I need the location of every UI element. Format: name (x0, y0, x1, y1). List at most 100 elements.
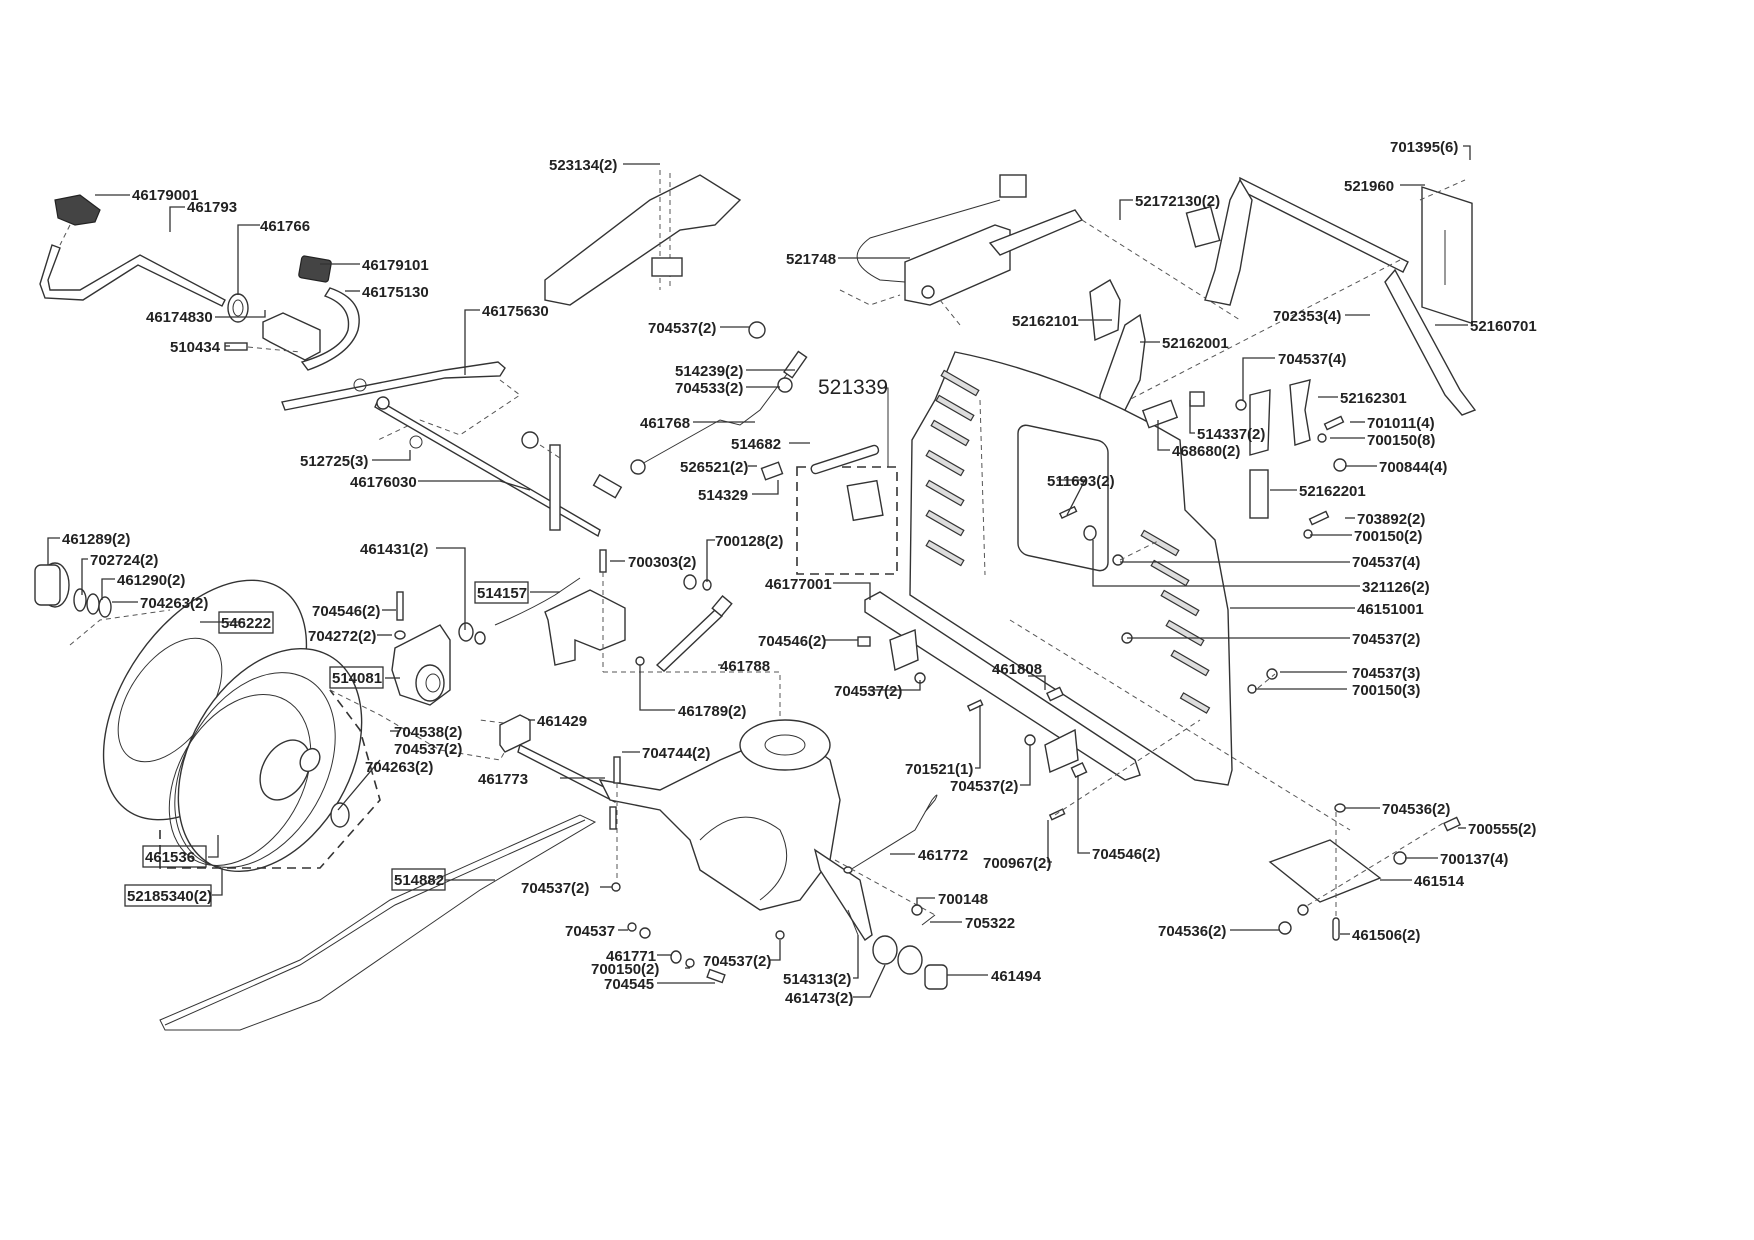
part-label[interactable]: 704272(2) (308, 628, 376, 645)
part-label[interactable]: 704537(2) (648, 320, 716, 337)
part-label[interactable]: 46175130 (362, 284, 429, 301)
part-label[interactable]: 461771 (606, 948, 656, 965)
part-label[interactable]: 461473(2) (785, 990, 853, 1007)
part-label[interactable]: 700150(3) (1352, 682, 1420, 699)
part-label[interactable]: 46175630 (482, 303, 549, 320)
kit-label[interactable]: 521339 (818, 376, 888, 399)
part-label[interactable]: 700844(4) (1379, 459, 1447, 476)
part-label[interactable]: 46174830 (146, 309, 213, 326)
kit-box (796, 466, 898, 575)
part-label[interactable]: 46179101 (362, 257, 429, 274)
part-label[interactable]: 704537(2) (703, 953, 771, 970)
rod (281, 361, 506, 411)
part-label[interactable]: 461429 (537, 713, 587, 730)
part-label[interactable]: 461793 (187, 199, 237, 216)
part-label[interactable]: 700148 (938, 891, 988, 908)
part-label[interactable]: 546222 (221, 615, 271, 632)
part-label[interactable]: 704537(2) (1352, 631, 1420, 648)
part-label[interactable]: 700150(8) (1367, 432, 1435, 449)
part-label[interactable]: 704537(2) (521, 880, 589, 897)
part-label[interactable]: 514337(2) (1197, 426, 1265, 443)
part-label[interactable]: 704538(2) (394, 724, 462, 741)
part-label[interactable]: 701521(1) (905, 761, 973, 778)
part-label[interactable]: 461768 (640, 415, 690, 432)
part-label[interactable]: 701395(6) (1390, 139, 1458, 156)
part-label[interactable]: 704537(2) (834, 683, 902, 700)
part-label[interactable]: 52162101 (1012, 313, 1079, 330)
part-label[interactable]: 461536 (145, 849, 195, 866)
part-label[interactable]: 46151001 (1357, 601, 1424, 618)
part-label[interactable]: 702724(2) (90, 552, 158, 569)
part-label[interactable]: 52185340(2) (127, 888, 212, 905)
part-label[interactable]: 704536(2) (1382, 801, 1450, 818)
part-label[interactable]: 704537(4) (1278, 351, 1346, 368)
part-label[interactable]: 704537(3) (1352, 665, 1420, 682)
part-label[interactable]: 704546(2) (758, 633, 826, 650)
part-label[interactable]: 704537(2) (950, 778, 1018, 795)
part-label[interactable]: 704533(2) (675, 380, 743, 397)
part-label[interactable]: 511693(2) (1047, 473, 1115, 490)
part-label[interactable]: 46176030 (350, 474, 417, 491)
linkage-rod (639, 369, 791, 466)
part-label[interactable]: 461290(2) (117, 572, 185, 589)
part-label[interactable]: 52160701 (1470, 318, 1537, 335)
part-label[interactable]: 523134(2) (549, 157, 617, 174)
part-label[interactable]: 461766 (260, 218, 310, 235)
part-label[interactable]: 52162201 (1299, 483, 1366, 500)
part-label[interactable]: 703892(2) (1357, 511, 1425, 528)
part-label[interactable]: 704546(2) (1092, 846, 1160, 863)
part-label[interactable]: 461788 (720, 658, 770, 675)
part-label[interactable]: 704546(2) (312, 603, 380, 620)
part-label[interactable]: 461514 (1414, 873, 1465, 890)
part-label[interactable]: 461431(2) (360, 541, 428, 558)
part-label[interactable]: 461789(2) (678, 703, 746, 720)
part-label[interactable]: 700967(2) (983, 855, 1051, 872)
part-label[interactable]: 52172130(2) (1135, 193, 1220, 210)
part-label[interactable]: 52162001 (1162, 335, 1229, 352)
part-label[interactable]: 514329 (698, 487, 748, 504)
part-label[interactable]: 52162301 (1340, 390, 1407, 407)
part-label[interactable]: 514157 (477, 585, 527, 602)
part-label[interactable]: 512725(3) (300, 453, 368, 470)
part-label[interactable]: 461772 (918, 847, 968, 864)
part-label[interactable]: 700128(2) (715, 533, 783, 550)
part-label[interactable]: 461808 (992, 661, 1042, 678)
part-label[interactable]: 514239(2) (675, 363, 743, 380)
part-label[interactable]: 321126(2) (1362, 579, 1430, 596)
part-label[interactable]: 702353(4) (1273, 308, 1341, 325)
part-label[interactable]: 704537(2) (394, 741, 462, 758)
part-label[interactable]: 514682 (731, 436, 781, 453)
part-label[interactable]: 514882 (394, 872, 444, 889)
part-label[interactable]: 526521(2) (680, 459, 748, 476)
part-label[interactable]: 701011(4) (1367, 415, 1435, 432)
switch (1141, 399, 1179, 429)
part-label[interactable]: 461289(2) (62, 531, 130, 548)
part-label[interactable]: 468680(2) (1172, 443, 1240, 460)
part-label[interactable]: 514313(2) (783, 971, 851, 988)
part-label[interactable]: 700303(2) (628, 554, 696, 571)
part-label[interactable]: 461506(2) (1352, 927, 1420, 944)
part-label[interactable]: 704536(2) (1158, 923, 1226, 940)
part-label[interactable]: 46177001 (765, 576, 832, 593)
part-label[interactable]: 510434 (170, 339, 221, 356)
part-label[interactable]: 461773 (478, 771, 528, 788)
part-label[interactable]: 700150(2) (591, 961, 659, 978)
part-label[interactable]: 461494 (991, 968, 1042, 985)
part-label[interactable]: 704263(2) (140, 595, 208, 612)
part-label[interactable]: 521748 (786, 251, 836, 268)
part-label[interactable]: 704545 (604, 976, 654, 993)
part-label[interactable]: 705322 (965, 915, 1015, 932)
part-label[interactable]: 704537 (565, 923, 615, 940)
hitch-plate (1421, 186, 1473, 325)
part-label[interactable]: 700137(4) (1440, 851, 1508, 868)
part-label[interactable]: 700150(2) (1354, 528, 1422, 545)
part-label[interactable]: 704263(2) (365, 759, 433, 776)
part-label[interactable]: 704744(2) (642, 745, 710, 762)
part-label[interactable]: 700555(2) (1468, 821, 1536, 838)
part-label[interactable]: 704537(4) (1352, 554, 1420, 571)
axle-bracket (499, 714, 531, 753)
bushing (227, 293, 249, 323)
part-label[interactable]: 514081 (332, 670, 382, 687)
part-label[interactable]: 46179001 (132, 187, 199, 204)
part-label[interactable]: 521960 (1344, 178, 1394, 195)
